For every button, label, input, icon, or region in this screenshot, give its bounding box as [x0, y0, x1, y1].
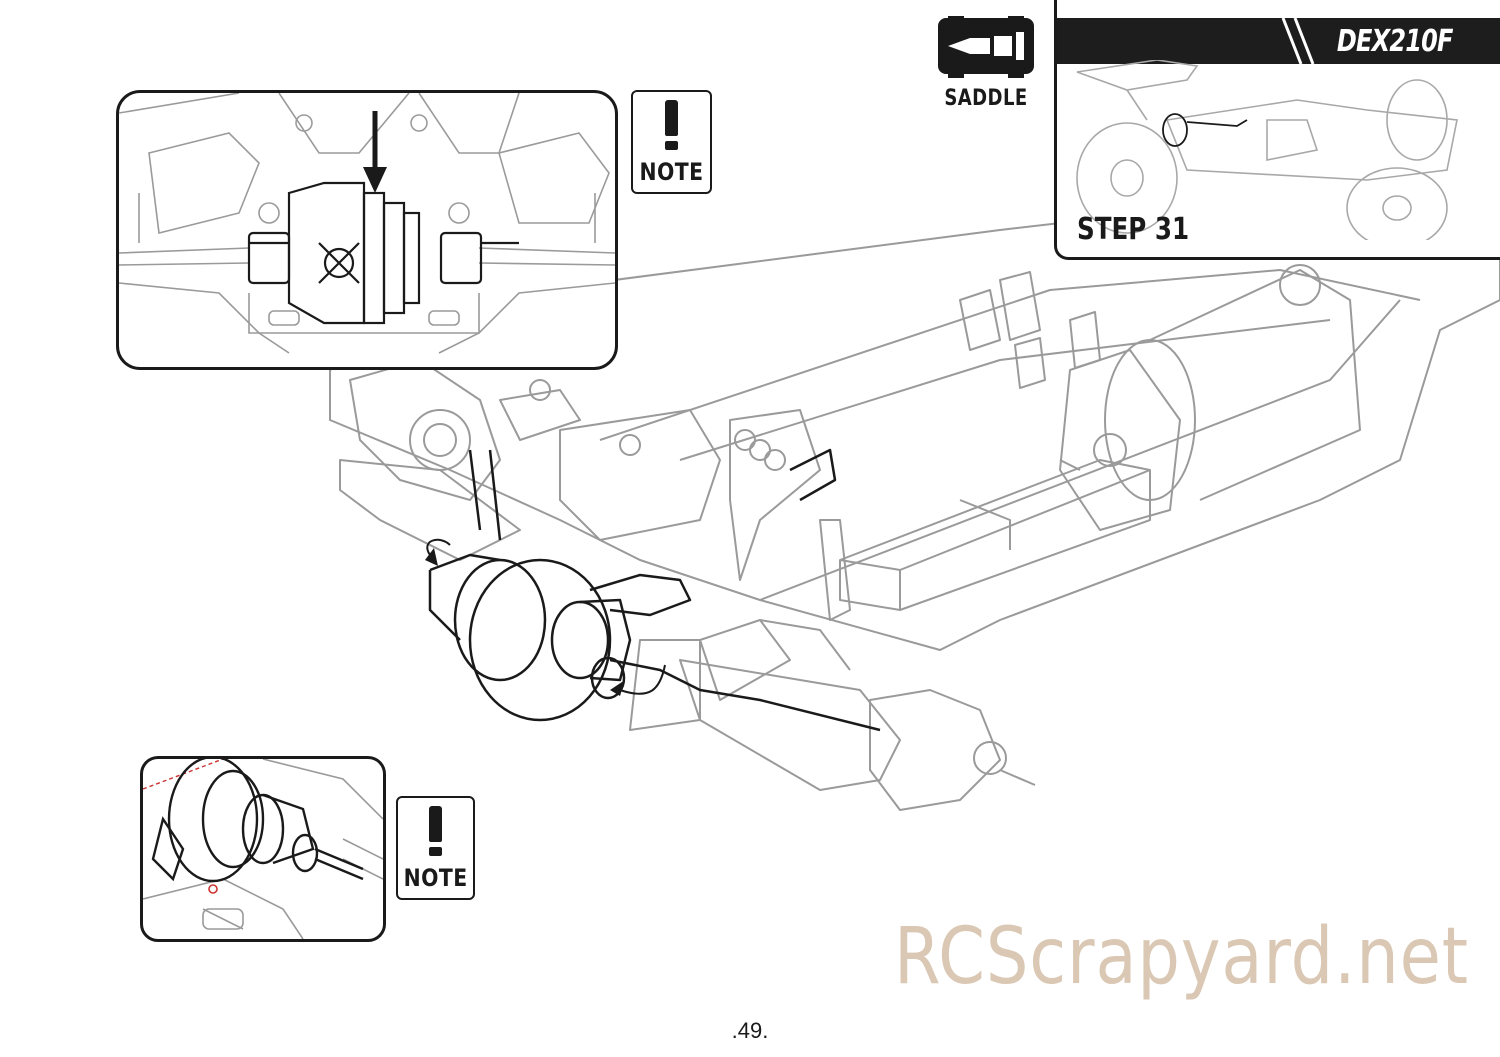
exclamation-dot [429, 847, 442, 856]
exclamation-icon [665, 100, 678, 136]
exclamation-icon [429, 806, 442, 842]
stripe-decoration [1281, 18, 1315, 64]
exclamation-dot [665, 141, 678, 150]
step-label: STEP 31 [1077, 212, 1190, 247]
model-name: DEX210F [1337, 24, 1454, 59]
step-overview-panel: DEX210F STEP 31 [1054, 0, 1500, 260]
step-header-bar [1057, 18, 1500, 64]
page-number: .49. [731, 1018, 769, 1043]
output-shaft-detail-inset [140, 756, 386, 942]
differential-detail-drawing [119, 93, 615, 354]
output-shaft-detail-drawing [143, 759, 383, 939]
saddle-badge: SADDLE [934, 14, 1038, 111]
watermark: RCScrapyard.net [894, 912, 1469, 1002]
saddle-chassis-icon [938, 16, 1034, 78]
saddle-label: SADDLE [944, 86, 1028, 111]
note-label-top: NOTE [639, 158, 704, 186]
note-badge-top: NOTE [631, 90, 712, 194]
overview-car-illustration [1076, 60, 1458, 240]
differential-detail-inset [116, 90, 618, 370]
note-badge-bottom: NOTE [396, 796, 475, 900]
note-label-bottom: NOTE [403, 864, 468, 892]
